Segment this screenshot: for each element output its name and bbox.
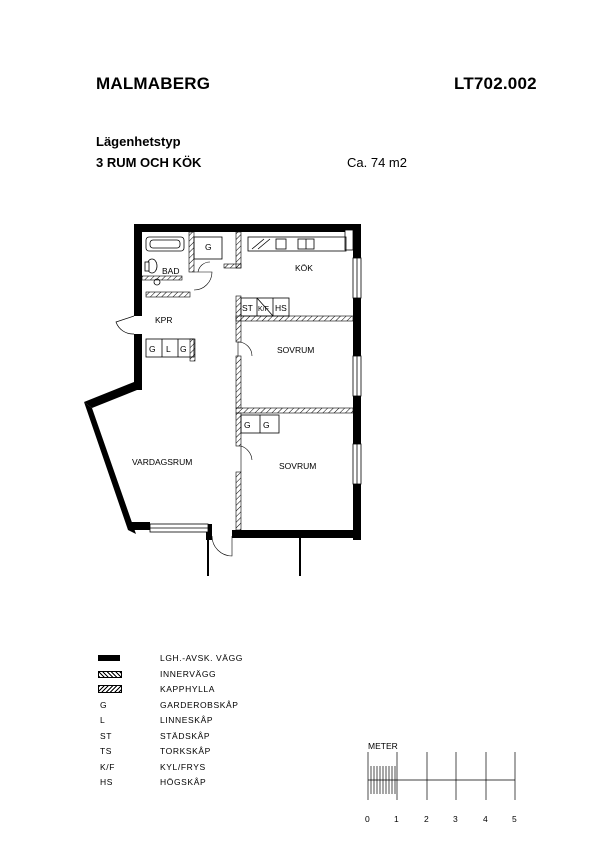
sink: [153, 278, 161, 286]
scale-bar: [367, 752, 516, 800]
legend: LGH.-AVSK. VÄGG INNERVÄGG KAPPHYLLA G GA…: [98, 652, 318, 792]
thick-wall-symbol: [98, 655, 120, 661]
legend-text: KAPPHYLLA: [160, 684, 216, 694]
bedroom-2-door: [240, 445, 253, 472]
scale-tick-5: 5: [512, 814, 517, 824]
room-bad: BAD: [162, 266, 179, 276]
bedroom-1-door: [237, 341, 253, 357]
balcony-door: [211, 535, 233, 557]
fixture-g-bed-1: G: [244, 420, 251, 430]
legend-text: LINNESKÅP: [160, 715, 214, 725]
interior-walls: [141, 231, 354, 531]
legend-row: G GARDEROBSKÅP: [98, 699, 318, 715]
legend-symbol: TS: [100, 746, 113, 756]
legend-row: HS HÖGSKÅP: [98, 776, 318, 792]
apartment-type-label: Lägenhetstyp: [96, 134, 181, 149]
legend-symbol: G: [100, 699, 108, 710]
legend-text: LGH.-AVSK. VÄGG: [160, 653, 244, 663]
legend-row: L LINNESKÅP: [98, 714, 318, 730]
scale-tick-3: 3: [453, 814, 458, 824]
scale-tick-4: 4: [483, 814, 488, 824]
fixture-g-hall-2: G: [180, 344, 187, 354]
bath-wardrobe: [193, 236, 223, 260]
scale-tick-2: 2: [424, 814, 429, 824]
fixture-hs: HS: [275, 303, 287, 313]
legend-symbol: HS: [100, 777, 114, 787]
scale-tick-1: 1: [394, 814, 399, 824]
living-room-angled-wall: [84, 382, 142, 408]
fixture-kf: K/F: [258, 306, 269, 313]
legend-text: INNERVÄGG: [160, 668, 217, 679]
area-label: Ca. 74 m2: [347, 155, 407, 170]
legend-text: GARDEROBSKÅP: [160, 699, 239, 710]
legend-row: LGH.-AVSK. VÄGG: [98, 652, 318, 668]
bedroom-wardrobes: [240, 414, 280, 434]
fixture-g-hall-1: G: [149, 344, 156, 354]
toilet: [144, 258, 158, 274]
legend-text: KYL/FRYS: [160, 761, 206, 772]
drawing-code: LT702.002: [454, 74, 537, 93]
fixture-st: ST: [242, 303, 253, 313]
fixture-l-hall: L: [166, 344, 171, 354]
bath-door: [193, 271, 213, 291]
legend-row: ST STÄDSKÅP: [98, 730, 318, 746]
legend-row: TS TORKSKÅP: [98, 745, 318, 761]
kitchen-counter: [247, 236, 347, 252]
legend-text: TORKSKÅP: [160, 746, 211, 756]
legend-row: INNERVÄGG: [98, 668, 318, 684]
legend-text: HÖGSKÅP: [160, 777, 207, 787]
fixture-g-bed-2: G: [263, 420, 270, 430]
coat-shelf-symbol: [98, 685, 122, 693]
room-kpr: KPR: [155, 315, 172, 325]
legend-row: K/F KYL/FRYS: [98, 761, 318, 777]
hatched-wall-symbol: [98, 670, 122, 678]
legend-symbol: ST: [100, 730, 113, 741]
project-name: MALMABERG: [96, 74, 211, 93]
room-count-label: 3 RUM OCH KÖK: [96, 155, 202, 170]
legend-symbol: K/F: [100, 761, 116, 772]
legend-text: STÄDSKÅP: [160, 730, 211, 741]
scale-tick-0: 0: [365, 814, 370, 824]
living-room-slanted-wall: [84, 402, 136, 534]
bathtub: [145, 236, 185, 252]
fixture-g-bath: G: [205, 242, 212, 252]
room-sovrum-2: SOVRUM: [279, 461, 316, 471]
legend-symbol: L: [100, 715, 106, 725]
kitchen-cabinets: [240, 297, 290, 317]
room-kok: KÖK: [295, 263, 313, 273]
room-sovrum-1: SOVRUM: [277, 345, 314, 355]
windows: [149, 229, 362, 533]
entrance-door: [115, 315, 135, 335]
legend-row: KAPPHYLLA: [98, 683, 318, 699]
living-room-corner-wall: [128, 522, 150, 530]
scale-title: METER: [368, 741, 398, 751]
room-vardagsrum: VARDAGSRUM: [132, 457, 192, 467]
